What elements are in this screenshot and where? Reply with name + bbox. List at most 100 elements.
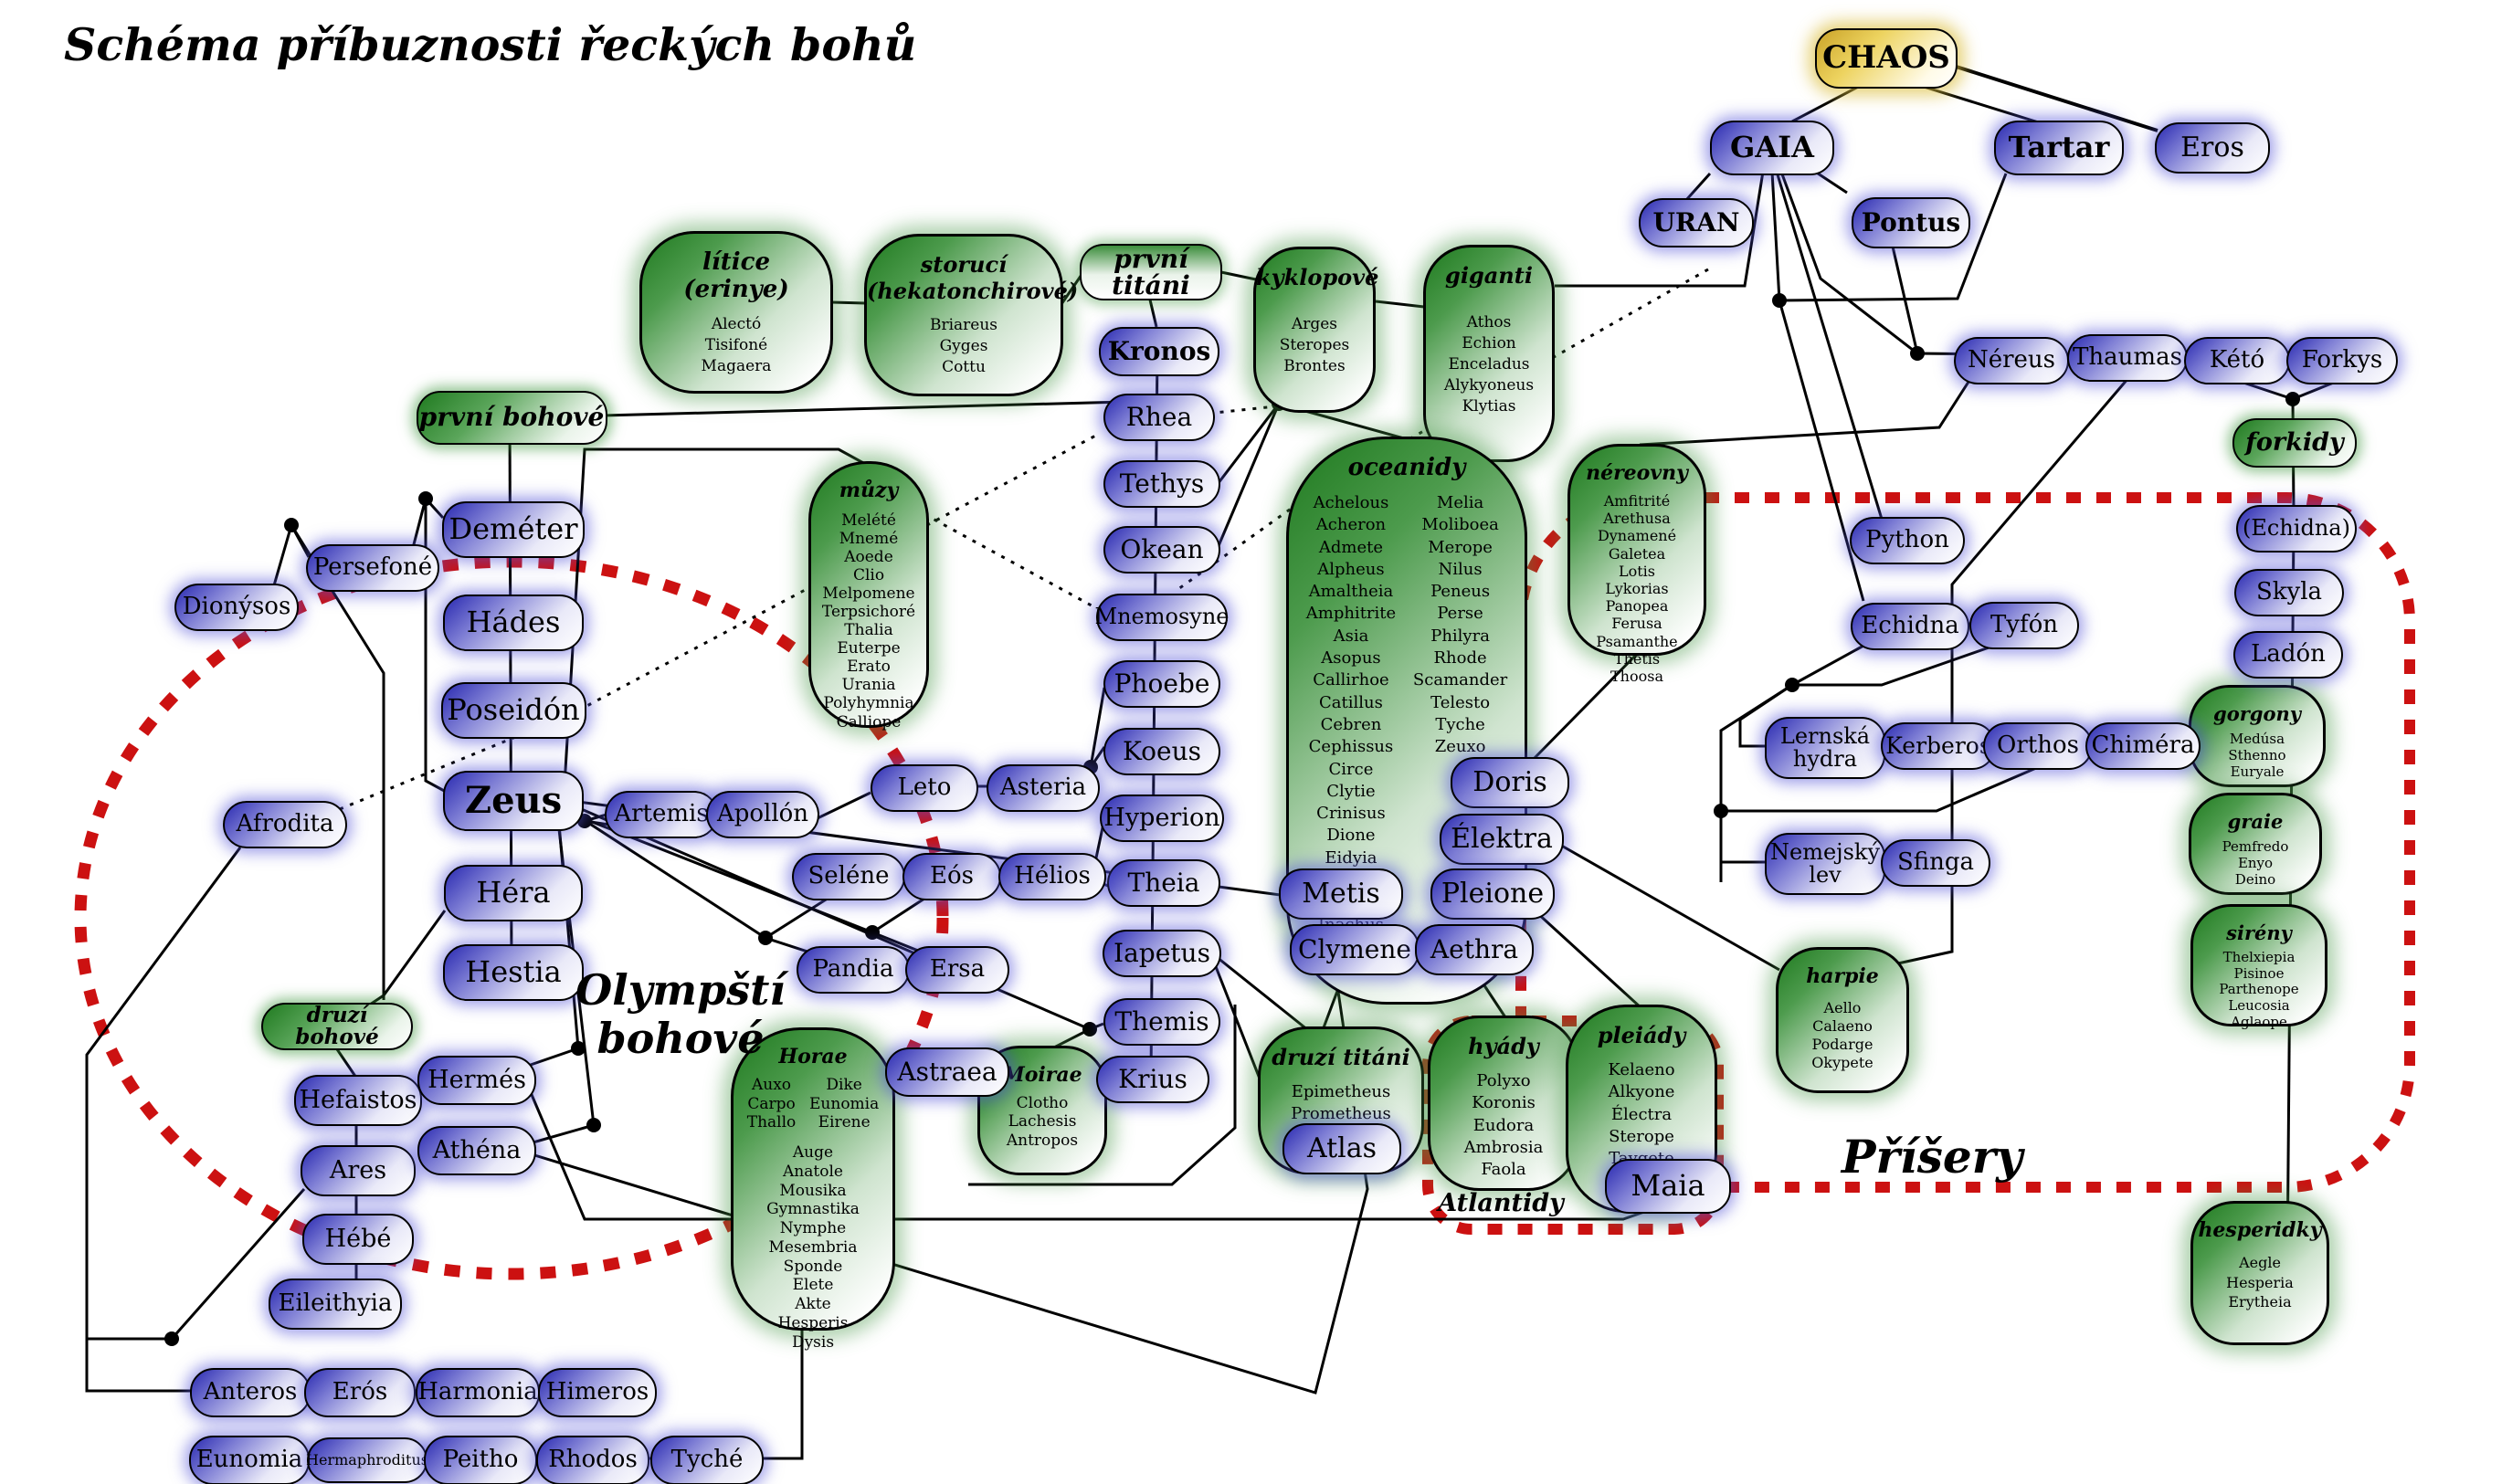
group-items-gorgony: Medúsa Sthenno Euryale [2228, 731, 2286, 780]
node-forkidy: forkidy [2232, 418, 2357, 468]
node-hestia: Hestia [443, 944, 584, 1001]
node-keto: Kétó [2184, 337, 2290, 384]
edge-line [1721, 766, 2037, 813]
group-header-graie: graie [2227, 810, 2284, 833]
node-pontus: Pontus [1852, 197, 1970, 248]
edge-line [1719, 683, 1793, 882]
node-eros2: Erós [304, 1368, 416, 1417]
node-hades: Hádes [443, 595, 584, 651]
node-ersa: Ersa [905, 946, 1009, 994]
group-items-muzy: Melété Mnemé Aoede Clio Melpomene Terpsi… [821, 511, 916, 731]
node-demeter: Deméter [442, 501, 585, 558]
junction-dot [2285, 392, 2300, 406]
junction-dot [586, 1118, 601, 1132]
group-header-muzy: můzy [839, 479, 899, 502]
edge-line [1775, 171, 1885, 526]
node-prvni-bohove: první bohové [416, 390, 607, 445]
node-gaia: GAIA [1710, 121, 1834, 175]
edge-dotted [924, 512, 1101, 612]
node-peitho: Peitho [424, 1436, 537, 1484]
group-horae-col2: Dike Eunomia Eirene [809, 1076, 880, 1132]
edge-line [1557, 842, 1780, 972]
group-header-giganti: giganti [1445, 262, 1533, 289]
node-helios: Hélios [998, 853, 1106, 900]
junction-dot [284, 518, 299, 532]
node-kerberos: Kerberos [1881, 722, 1996, 770]
node-selene: Seléne [792, 853, 905, 900]
node-prvni-titani: první titáni [1080, 244, 1222, 300]
node-hera: Héra [444, 865, 583, 921]
label-monsters: Příšery [1841, 1130, 2023, 1184]
group-items-hyady: Polyxo Koronis Eudora Ambrosia Faola [1463, 1071, 1544, 1180]
edge-line [1908, 80, 2045, 126]
group-items-nereovny: Amfitrité Arethusa Dynamené Galetea Loti… [1596, 492, 1678, 685]
junction-dot [418, 491, 433, 506]
node-sfinga: Sfinga [1881, 839, 1990, 887]
node-uran: URAN [1639, 198, 1754, 247]
node-eros-top: Eros [2155, 122, 2270, 174]
group-items-storuci: Briareus Gyges Cottu [929, 316, 998, 376]
node-chimera: Chiméra [2085, 722, 2201, 770]
node-tyfon: Tyfón [1969, 602, 2079, 649]
junction-dot [571, 1041, 586, 1056]
node-pleione: Pleione [1430, 868, 1555, 920]
node-koeus: Koeus [1103, 728, 1220, 775]
node-themis: Themis [1103, 998, 1220, 1046]
edge-line [528, 1089, 1645, 1221]
group-items-litice: Alectó Tisifoné Magaera [701, 315, 772, 375]
node-rhea: Rhea [1103, 394, 1215, 441]
edge-line [1778, 300, 1865, 602]
edge-line [1791, 643, 1866, 687]
node-echidna: Echidna [1851, 603, 1969, 650]
junction-dot [1785, 678, 1800, 692]
node-persefone: Persefoné [306, 544, 439, 592]
node-orthos: Orthos [1983, 722, 2093, 770]
group-litice: lítice (erinye)Alectó Tisifoné Magaera [639, 231, 833, 394]
node-ares: Ares [301, 1145, 416, 1196]
edge-line [1779, 171, 1918, 355]
edge-line [424, 499, 449, 795]
group-header-storuci: storucí (hekatonchirové) [867, 251, 1079, 304]
edge-line [1778, 173, 2008, 302]
group-items-giganti: Athos Echion Enceladus Alykyoneus Klytia… [1443, 313, 1535, 416]
group-header-hesperidky: hesperidky [2198, 1218, 2322, 1242]
edge-line [1555, 171, 1765, 288]
node-mnemosyne: Mnemosyne [1095, 594, 1230, 641]
node-asteria: Asteria [987, 764, 1100, 812]
node-afrodita: Afrodita [223, 801, 347, 848]
node-apollon: Apollón [706, 791, 819, 838]
edge-line [170, 1188, 306, 1340]
group-items-horae: Auge Anatole Mousika Gymnastika Nymphe M… [766, 1143, 860, 1352]
node-krius: Krius [1096, 1056, 1209, 1103]
group-oceanidy-col2: Melia Moliboea Merope Nilus Peneus Perse… [1412, 493, 1508, 757]
node-kronos: Kronos [1099, 327, 1219, 376]
label-atlantidy: Atlantidy [1438, 1189, 1564, 1217]
node-eos: Eós [902, 853, 1001, 900]
junction-dot [1772, 293, 1787, 308]
edge-line [968, 1005, 1237, 1186]
node-dionysos: Dionýsos [174, 584, 299, 631]
junction-dot [164, 1331, 179, 1346]
edge-line [1147, 295, 1158, 328]
node-himeros: Himeros [538, 1368, 657, 1417]
group-header-moirae: Moirae [1002, 1063, 1082, 1087]
page-title: Schéma příbuznosti řeckých bohů [64, 18, 917, 71]
group-items-moirae: Clotho Lachesis Antropos [1006, 1094, 1079, 1150]
node-poseidon: Poseidón [440, 682, 586, 739]
edge-line [290, 524, 385, 1000]
node-iapetus: Iapetus [1103, 930, 1221, 977]
edge-line [758, 1326, 804, 1460]
edge-line [1216, 403, 1281, 549]
node-harmonia: Harmonia [416, 1368, 540, 1417]
group-header-oceanidy: oceanidy [1347, 454, 1466, 481]
node-theia: Theia [1107, 859, 1220, 907]
group-header-druzi-titani: druzí titáni [1272, 1044, 1410, 1070]
edge-line [1375, 300, 1425, 309]
edge-line [1684, 172, 1712, 202]
monsters-region-border [1515, 492, 2415, 1193]
edge-line [369, 910, 447, 1006]
edge-line [272, 521, 311, 586]
